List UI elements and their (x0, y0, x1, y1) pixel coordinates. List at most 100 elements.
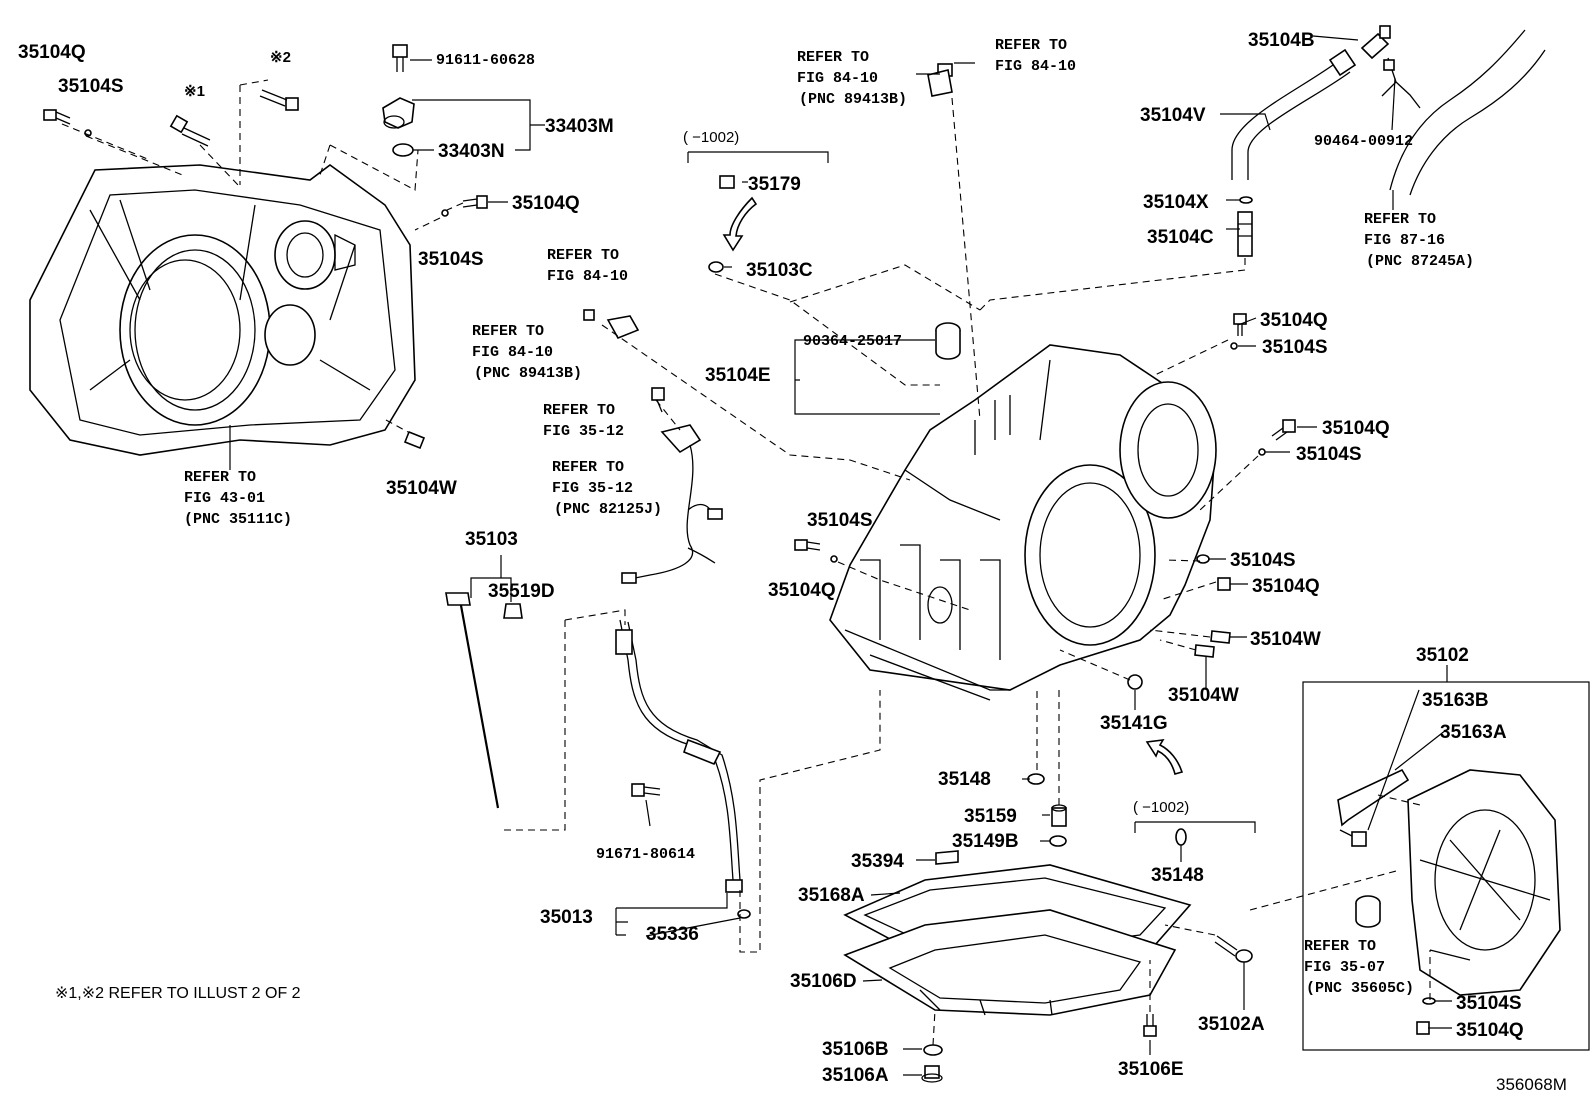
label-35104s-b: 35104S (418, 249, 484, 270)
label-33403m: 33403M (545, 116, 614, 137)
label-ref-87-line2: FIG 87-16 (1364, 232, 1445, 249)
washer-35104s-d (1230, 342, 1238, 350)
washer-35104s-b (441, 209, 449, 217)
bolt-35104q-f (1217, 577, 1231, 591)
label-ref-87-line1: REFER TO (1364, 211, 1436, 228)
gasket-35149b (1049, 835, 1067, 847)
label-35168a: 35168A (798, 885, 865, 906)
label-35104e: 35104E (705, 365, 771, 386)
wire-harness-82125j (621, 424, 723, 584)
label-35104w-c: 35104W (1168, 685, 1239, 706)
bolt-35104q-e (1271, 419, 1296, 441)
label-ref-84c-line3: (PNC 89413B) (799, 91, 907, 108)
label-35104s-a: 35104S (58, 76, 124, 97)
tube-35013 (615, 619, 743, 893)
label-35106a: 35106A (822, 1065, 889, 1086)
gasket-35148-a (1027, 773, 1045, 785)
leader-lines (229, 35, 1452, 1076)
label-35163a: 35163A (1440, 722, 1507, 743)
label-35104w-b: 35104W (1250, 629, 1321, 650)
label-ref-84b-line3: (PNC 89413B) (474, 365, 582, 382)
bolt-35104q-a (43, 109, 71, 125)
label-ref-84a-line2: FIG 84-10 (547, 268, 628, 285)
bolt-91671-80614 (631, 783, 661, 797)
label-35013: 35013 (540, 907, 593, 928)
pin-35104w-c (1194, 644, 1215, 658)
label-ref-35b-line2: FIG 35-12 (552, 480, 633, 497)
plug-35159 (1051, 804, 1067, 827)
o-ring-35104s-f (1196, 554, 1210, 564)
assembly-dashed-lines (61, 79, 1431, 1046)
bolt-91611-60628 (392, 44, 408, 72)
arrow-indicator-bottom (1145, 739, 1184, 775)
label-ref-84b-line2: FIG 84-10 (472, 344, 553, 361)
bolt-35104q-c (794, 539, 821, 551)
label-91671-80614: 91671-80614 (596, 846, 695, 863)
pin-35104w-a (403, 430, 426, 450)
label-35103: 35103 (465, 529, 518, 550)
speed-sensor-refer-84-10 (583, 309, 640, 340)
label-ref-3507-line2: FIG 35-07 (1304, 959, 1385, 976)
label-35104q-c: 35104Q (768, 580, 836, 601)
dipstick-35103 (445, 592, 500, 809)
label-ref-35b-line3: (PNC 82125J) (554, 501, 662, 518)
bushing-refer-35-07 (1355, 895, 1381, 928)
label-35104b: 35104B (1248, 30, 1315, 51)
label-35149b: 35149B (952, 831, 1019, 852)
label-ref-3507-line3: (PNC 35605C) (1306, 980, 1414, 997)
label-ref-3507-line1: REFER TO (1304, 938, 1376, 955)
washer-35104s-c (830, 555, 838, 563)
transaxle-housing-drawing (29, 164, 416, 456)
label-ref-35a-line1: REFER TO (543, 402, 615, 419)
label-35179: 35179 (748, 174, 801, 195)
label-version-bottom: ( −1002) (1133, 799, 1189, 816)
bolt-mark1 (169, 114, 211, 147)
label-90464-00912: 90464-00912 (1314, 133, 1413, 150)
sensor-33403m (382, 97, 415, 129)
o-ring-33403n (392, 143, 414, 157)
oil-pan-35106d (843, 909, 1177, 1016)
label-35103c: 35103C (746, 260, 813, 281)
clamp-90464-00912 (1381, 57, 1421, 109)
arrow-indicator-top (722, 196, 758, 252)
label-35102a: 35102A (1198, 1014, 1265, 1035)
sensor-89413b (927, 63, 953, 97)
label-ref-84d-line2: FIG 84-10 (995, 58, 1076, 75)
label-90364-25017: 90364-25017 (803, 333, 902, 350)
o-ring-35103c (708, 261, 724, 273)
bushing-90364-25017 (935, 322, 961, 360)
label-35104s-c: 35104S (807, 510, 873, 531)
label-35104q-d: 35104Q (1260, 310, 1328, 331)
plug-35179 (719, 175, 735, 189)
label-35141g: 35141G (1100, 713, 1168, 734)
label-ref-35a-line2: FIG 35-12 (543, 423, 624, 440)
label-mark2-a: ※2 (270, 49, 291, 66)
label-ref-43-line2: FIG 43-01 (184, 490, 265, 507)
label-35104w-a: 35104W (386, 478, 457, 499)
breather-hose-35104v (1231, 48, 1357, 180)
gasket-35106b (923, 1044, 943, 1056)
label-ref-87-line3: (PNC 87245A) (1366, 253, 1474, 270)
label-35104s-d: 35104S (1262, 337, 1328, 358)
o-ring-35104s-g (1422, 997, 1436, 1005)
gasket-35148-b (1175, 828, 1187, 846)
label-version-top: ( −1002) (683, 129, 739, 146)
o-ring-35141g (1127, 674, 1143, 690)
plate-35163a (1337, 768, 1410, 827)
label-35104s-e: 35104S (1296, 444, 1362, 465)
label-35336: 35336 (646, 924, 699, 945)
bolt-refer-35-12 (651, 387, 665, 413)
label-35104s-g: 35104S (1456, 993, 1522, 1014)
footnote: ※1,※2 REFER TO ILLUST 2 OF 2 (55, 985, 301, 1002)
label-ref-84a-line1: REFER TO (547, 247, 619, 264)
label-35104c: 35104C (1147, 227, 1214, 248)
label-35104q-e: 35104Q (1322, 418, 1390, 439)
magnet-35394 (935, 850, 959, 865)
label-35159: 35159 (964, 806, 1017, 827)
label-33403n: 33403N (438, 141, 505, 162)
bolt-35104q-d (1233, 313, 1247, 336)
bolt-35163b (1339, 829, 1367, 847)
bolt-mark2 (259, 89, 299, 111)
label-ref-84b-line1: REFER TO (472, 323, 544, 340)
o-ring-35336 (737, 909, 751, 919)
